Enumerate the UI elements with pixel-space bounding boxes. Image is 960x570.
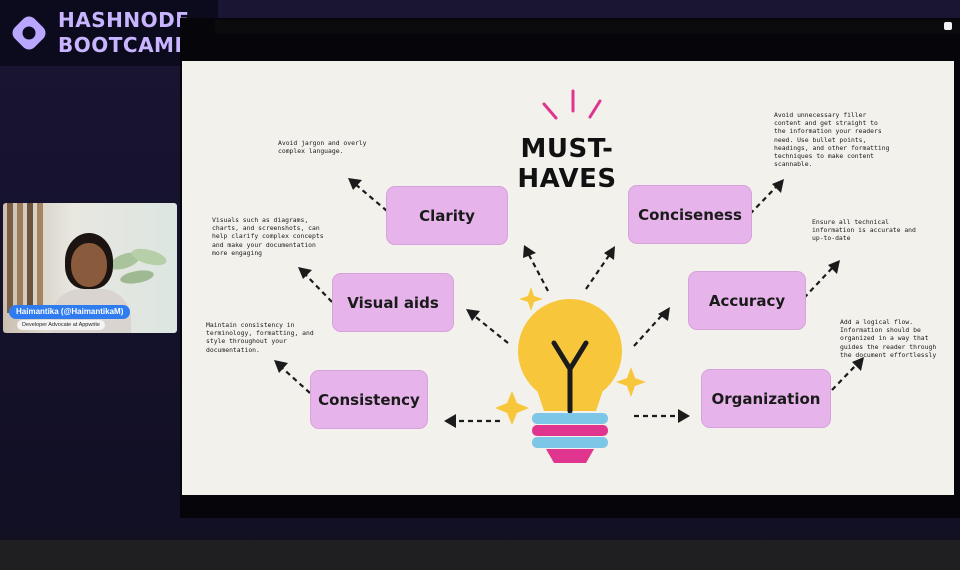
must-have-box-accuracy: Accuracy xyxy=(688,271,806,330)
shared-window-titlebar xyxy=(215,20,960,34)
must-have-box-visual-aids: Visual aids xyxy=(332,273,454,332)
speaker-webcam: Haimantika (@HaimantikaM) Developer Advo… xyxy=(3,203,177,333)
brand-line-2: BOOTCAMP xyxy=(58,33,190,58)
curtain-stripe xyxy=(27,203,33,313)
speaker-face xyxy=(71,243,107,287)
hashnode-logo-icon xyxy=(10,14,48,52)
curtain-stripe xyxy=(37,203,43,313)
bottom-bar xyxy=(0,540,960,570)
must-have-box-clarity: Clarity xyxy=(386,186,508,245)
window-control-icon[interactable] xyxy=(944,22,952,30)
must-have-box-conciseness: Conciseness xyxy=(628,185,752,244)
speaker-role-badge: Developer Advocate at Appwrite xyxy=(17,320,105,330)
must-have-box-consistency: Consistency xyxy=(310,370,428,429)
lightbulb-icon xyxy=(518,299,622,463)
note-consistency: Maintain consistency in terminology, for… xyxy=(206,321,322,354)
note-organization: Add a logical flow. Information should b… xyxy=(840,318,946,359)
note-clarity: Avoid jargon and overly complex language… xyxy=(278,139,388,155)
must-have-box-organization: Organization xyxy=(701,369,831,428)
brand-line-1: HASHNODE xyxy=(58,8,190,33)
curtain-stripe xyxy=(7,203,13,313)
title-burst-icon xyxy=(544,91,600,118)
note-visual-aids: Visuals such as diagrams, charts, and sc… xyxy=(212,216,324,257)
presentation-slide: MUST-HAVES Clarity Visual aids Consisten… xyxy=(182,61,954,495)
note-accuracy: Ensure all technical information is accu… xyxy=(812,218,924,243)
plant-decoration-icon xyxy=(103,239,173,299)
speaker-name-badge: Haimantika (@HaimantikaM) xyxy=(9,305,130,319)
note-conciseness: Avoid unnecessary filler content and get… xyxy=(774,111,892,168)
brand-name: HASHNODE BOOTCAMP xyxy=(58,8,190,58)
curtain-stripe xyxy=(17,203,23,313)
